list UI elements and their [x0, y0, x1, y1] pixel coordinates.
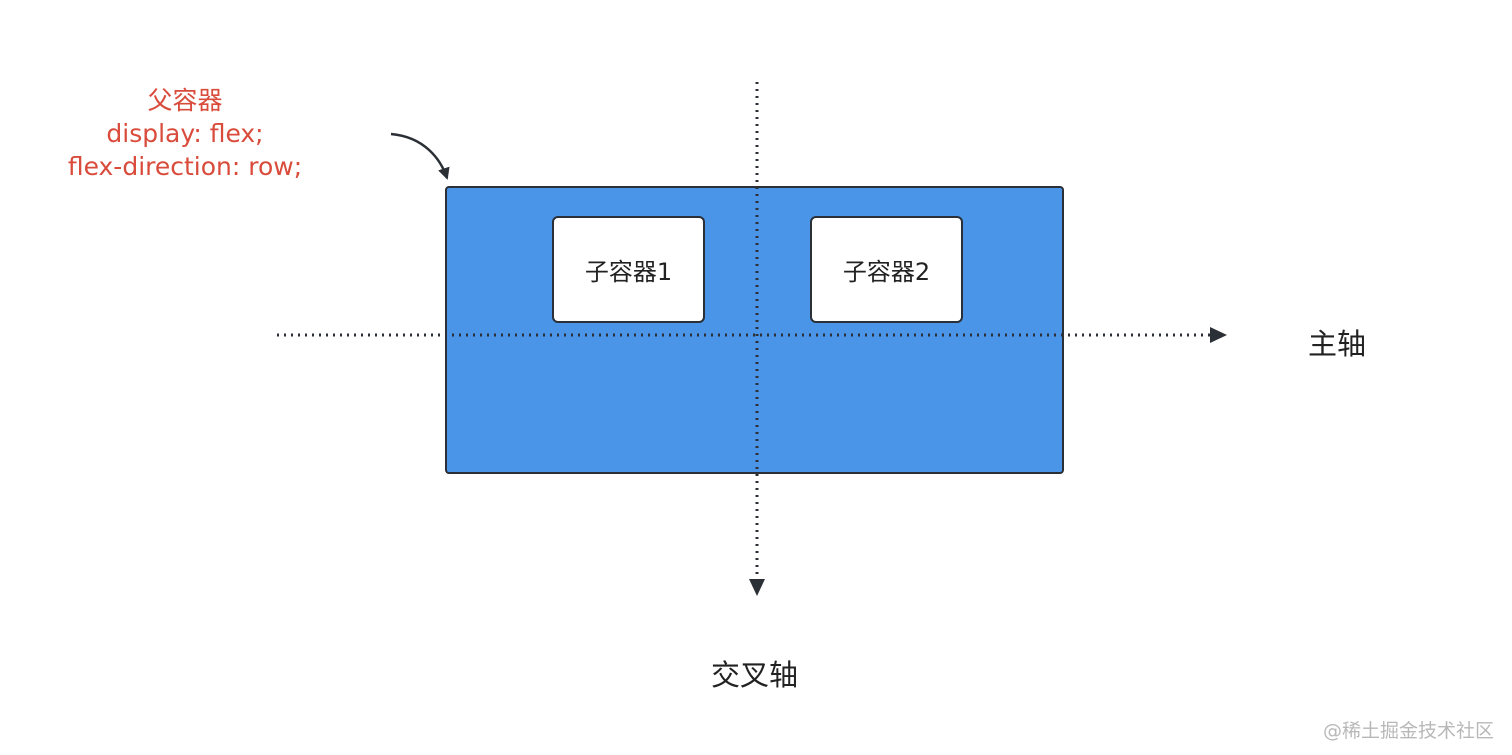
annotation-display-rule: display: flex;	[106, 119, 264, 148]
watermark: @稀土掘金技术社区	[1322, 720, 1494, 742]
annotation-direction-rule: flex-direction: row;	[67, 152, 303, 181]
main-axis-arrowhead	[1210, 327, 1227, 343]
main-axis-label: 主轴	[1308, 327, 1367, 361]
child-container-1: 子容器1	[552, 216, 705, 323]
cross-axis-label: 交叉轴	[711, 658, 799, 692]
child-container-2-label: 子容器2	[842, 258, 931, 286]
cross-axis-arrowhead	[749, 579, 765, 596]
child-container-1-label: 子容器1	[584, 258, 673, 286]
annotation-arrow	[390, 132, 450, 180]
parent-container-annotation: 父容器 display: flex; flex-direction: row;	[50, 84, 320, 183]
child-container-2: 子容器2	[810, 216, 963, 323]
parent-container	[445, 186, 1064, 474]
annotation-title: 父容器	[147, 86, 223, 115]
